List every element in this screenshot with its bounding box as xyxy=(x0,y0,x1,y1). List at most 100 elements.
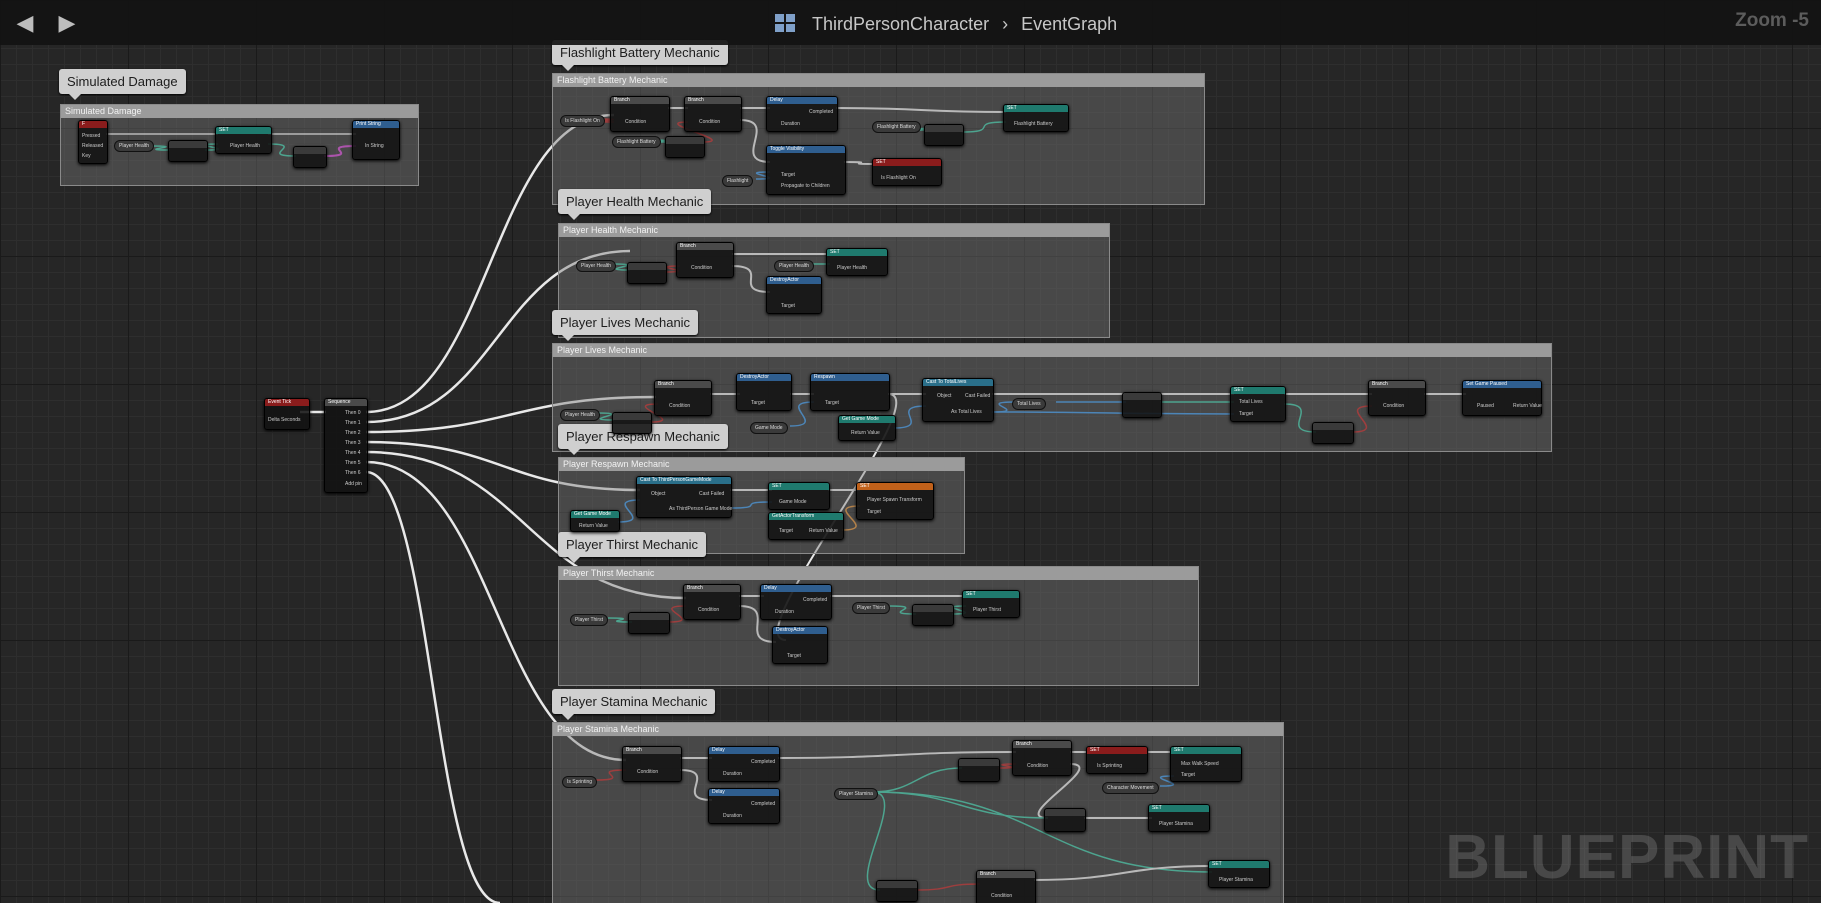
wire[interactable] xyxy=(1351,405,1373,433)
wire[interactable] xyxy=(365,113,615,414)
wire[interactable] xyxy=(365,470,501,903)
set-player-thirst-node[interactable]: SET Player Thirst xyxy=(962,590,1020,618)
wire[interactable] xyxy=(151,145,171,151)
compare-node-lives[interactable] xyxy=(612,412,652,434)
wire[interactable] xyxy=(1033,865,1213,881)
wire[interactable] xyxy=(991,411,1235,415)
wire[interactable] xyxy=(739,119,771,163)
set-game-paused-node[interactable]: Set Game Paused Paused Return Value xyxy=(1462,380,1542,416)
wire[interactable] xyxy=(915,883,981,891)
player-health-getter-3[interactable]: Player Health xyxy=(774,260,815,272)
delay-node-thirst[interactable]: Delay Completed Duration xyxy=(760,584,832,620)
breadcrumb-item-class[interactable]: ThirdPersonCharacter xyxy=(812,14,990,35)
compare-node-lives-2[interactable] xyxy=(1312,422,1354,444)
delay-node-1[interactable]: Delay Completed Duration xyxy=(766,96,838,132)
wire[interactable] xyxy=(893,405,927,429)
is-flashlight-on-getter[interactable]: Is Flashlight On xyxy=(560,115,605,127)
wire[interactable] xyxy=(677,121,713,143)
add-pin-button[interactable]: Add pin xyxy=(345,481,362,487)
wire[interactable] xyxy=(204,143,219,151)
to-string-node[interactable] xyxy=(293,146,327,168)
compare-node-health[interactable] xyxy=(627,262,667,284)
event-tick-node[interactable]: Event Tick Delta Seconds xyxy=(264,398,310,430)
breadcrumb-item-graph[interactable]: EventGraph xyxy=(1021,14,1118,35)
get-game-mode-node-2[interactable]: Get Game Mode Return Value xyxy=(570,510,620,532)
wire[interactable] xyxy=(738,605,777,643)
set-game-mode-node[interactable]: SET Game Mode xyxy=(768,482,830,510)
wire[interactable] xyxy=(755,171,771,180)
get-actor-transform-node[interactable]: GetActorTransform Target Return Value xyxy=(768,512,844,540)
set-player-health-node[interactable]: SET Player Health xyxy=(215,126,272,154)
wire[interactable] xyxy=(607,617,633,623)
set-spawn-transform-node[interactable]: SET Player Spawn Transform Target xyxy=(856,482,934,520)
wire[interactable] xyxy=(997,763,1017,769)
wire[interactable] xyxy=(597,412,615,421)
wire[interactable] xyxy=(617,499,641,523)
set-max-walk-speed-node[interactable]: SET Max Walk Speed Target xyxy=(1170,746,1242,782)
branch-node-stamina-3[interactable]: Branch Condition xyxy=(976,870,1036,903)
comment-bubble-player-respawn[interactable]: Player Respawn Mechanic xyxy=(558,424,728,455)
get-game-mode-node[interactable]: Get Game Mode Return Value xyxy=(838,415,896,441)
character-movement-getter[interactable]: Character Movement xyxy=(1102,782,1159,794)
subtract-node-thirst[interactable] xyxy=(912,604,954,626)
flashlight-getter[interactable]: Flashlight xyxy=(722,175,754,187)
player-health-getter[interactable]: Player Health xyxy=(114,140,155,152)
compare-node-thirst[interactable] xyxy=(628,612,670,634)
player-health-getter-4[interactable]: Player Health xyxy=(560,409,601,421)
branch-node-thirst[interactable]: Branch Condition xyxy=(683,584,741,620)
wire[interactable] xyxy=(613,263,631,271)
wire[interactable] xyxy=(841,505,861,531)
branch-node-stamina-2[interactable]: Branch Condition xyxy=(1012,740,1072,776)
set-is-sprinting-node[interactable]: SET Is Sprinting xyxy=(1086,746,1148,774)
subtract-node[interactable] xyxy=(168,140,208,162)
forward-button[interactable]: ▶ xyxy=(54,10,80,36)
back-button[interactable]: ◀ xyxy=(12,10,38,36)
wire[interactable] xyxy=(1037,763,1081,819)
set-player-health-node-2[interactable]: SET Player Health xyxy=(826,248,888,276)
wire[interactable] xyxy=(866,791,886,891)
comment-bubble-simulated-damage[interactable]: Simulated Damage xyxy=(59,69,186,100)
compare-node-stamina[interactable] xyxy=(958,758,1000,782)
wire[interactable] xyxy=(323,145,357,157)
set-flashlight-battery-node[interactable]: SET Flashlight Battery xyxy=(1003,104,1069,132)
set-flashlight-on-node[interactable]: SET Is Flashlight On xyxy=(872,158,942,186)
destroy-actor-node[interactable]: DestroyActor Target xyxy=(766,276,822,314)
wire[interactable] xyxy=(951,605,967,615)
wire[interactable] xyxy=(889,605,917,615)
compare-node-1[interactable] xyxy=(665,136,705,158)
respawn-node[interactable]: Respawn Target xyxy=(810,373,890,411)
f-key-node[interactable]: F Pressed Released Key xyxy=(78,120,108,164)
destroy-actor-node-3[interactable]: DestroyActor Target xyxy=(772,626,828,664)
set-player-stamina-node[interactable]: SET Player Stamina xyxy=(1148,804,1210,832)
wire[interactable] xyxy=(667,605,687,623)
wire[interactable] xyxy=(365,450,687,600)
wire[interactable] xyxy=(871,767,963,793)
branch-node-stamina[interactable]: Branch Condition xyxy=(622,746,682,782)
flashlight-battery-getter[interactable]: Flashlight Battery xyxy=(612,136,661,148)
subtract-node-stamina[interactable] xyxy=(1044,808,1086,832)
comment-bubble-player-lives[interactable]: Player Lives Mechanic xyxy=(552,310,699,341)
branch-node-health[interactable]: Branch Condition xyxy=(676,242,734,278)
wire[interactable] xyxy=(679,769,713,801)
compare-node-total-lives[interactable] xyxy=(1122,392,1162,418)
wire[interactable] xyxy=(1159,775,1175,787)
delay-node-stamina-2[interactable]: Delay Completed Duration xyxy=(708,788,780,824)
toggle-visibility-node[interactable]: Toggle Visibility Target Propagate to Ch… xyxy=(766,145,846,195)
branch-node-1[interactable]: Branch Condition xyxy=(610,96,670,132)
player-thirst-getter-2[interactable]: Player Thirst xyxy=(852,602,890,614)
comment-bubble-player-stamina[interactable]: Player Stamina Mechanic xyxy=(552,689,716,720)
branch-node-2[interactable]: Branch Condition xyxy=(684,96,742,132)
set-player-stamina-node-2[interactable]: SET Player Stamina xyxy=(1208,860,1270,888)
print-string-node[interactable]: Print String In String xyxy=(352,120,400,160)
sequence-node[interactable]: Sequence Then 0 Then 1 Then 2 Then 3 The… xyxy=(324,398,368,493)
branch-node-lives[interactable]: Branch Condition xyxy=(654,380,712,416)
wire[interactable] xyxy=(365,249,631,424)
is-sprinting-getter[interactable]: Is Sprinting xyxy=(562,776,598,788)
cast-tp-gamemode-node[interactable]: Cast To ThirdPersonGameMode Object Cast … xyxy=(636,476,732,518)
delay-node-stamina-1[interactable]: Delay Completed Duration xyxy=(708,746,780,782)
player-health-getter-2[interactable]: Player Health xyxy=(576,260,617,272)
comment-bubble-player-thirst[interactable]: Player Thirst Mechanic xyxy=(558,532,706,563)
compare-node-stamina-2[interactable] xyxy=(876,880,918,902)
destroy-actor-node-2[interactable]: DestroyActor Target xyxy=(736,373,792,411)
wire[interactable] xyxy=(729,501,773,509)
